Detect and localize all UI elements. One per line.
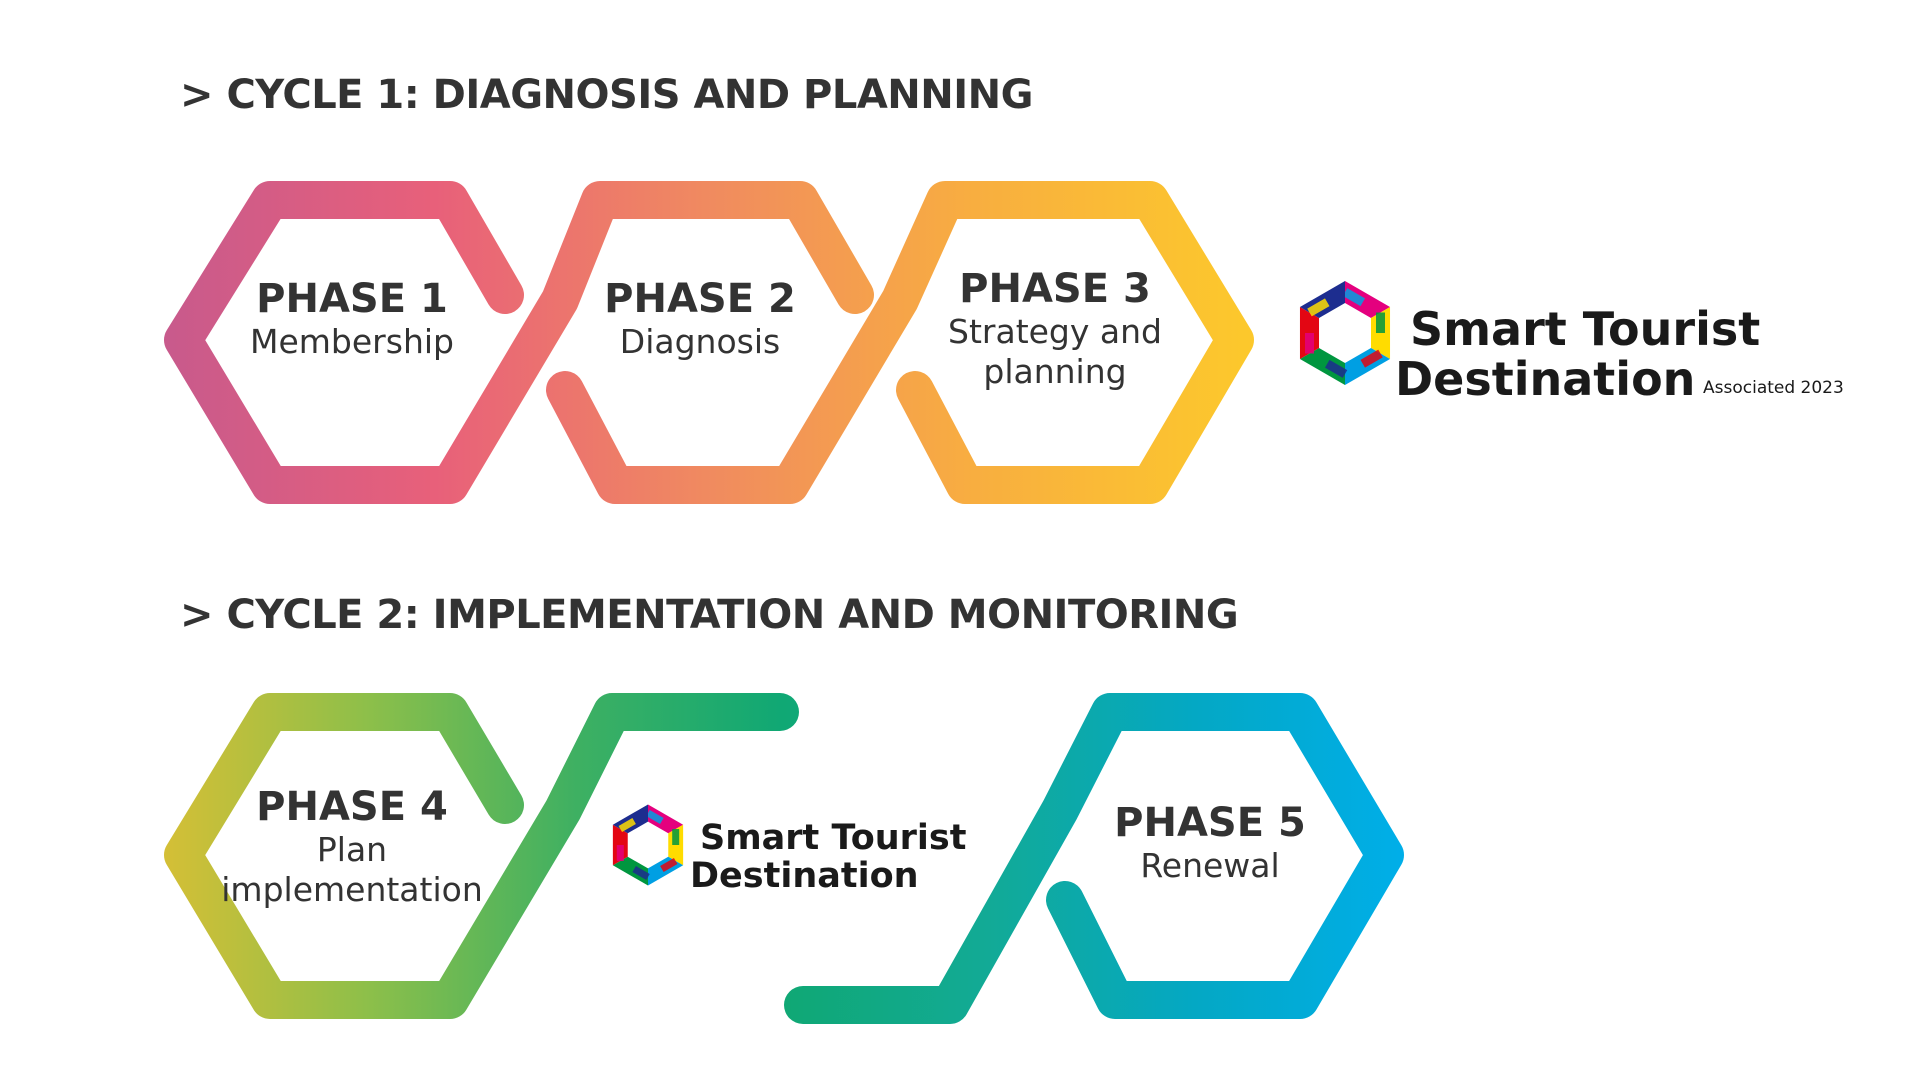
logo-large-line1: Smart Tourist xyxy=(1410,302,1761,356)
logo-hex-accent xyxy=(660,857,678,873)
phase-5-label: PHASE 5 Renewal xyxy=(1114,800,1306,886)
phase-1-subtitle: Membership xyxy=(250,322,454,361)
phase-3-title: PHASE 3 xyxy=(959,266,1151,312)
logo-small-line2: Destination xyxy=(690,856,919,896)
logo-large-tag: Associated 2023 xyxy=(1703,378,1844,398)
logo-large-line2: Destination xyxy=(1395,352,1696,406)
cycle-1-title: > CYCLE 1: DIAGNOSIS AND PLANNING xyxy=(180,72,1033,118)
logo-hex-segment xyxy=(612,856,648,886)
phase-3-label: PHASE 3 Strategy and planning xyxy=(948,266,1162,392)
logo-hex-segment xyxy=(648,804,684,834)
logo-hex-segment xyxy=(1299,348,1345,385)
phase-3-subtitle-line2: planning xyxy=(983,352,1127,391)
phase-1-label: PHASE 1 Membership xyxy=(250,276,454,362)
phase-4-subtitle-line1: Plan xyxy=(316,830,388,869)
logo-hex-segment xyxy=(1370,307,1391,359)
phase-4-title: PHASE 4 xyxy=(256,784,448,830)
logo-hex-segment xyxy=(1345,281,1391,318)
phase-2-label: PHASE 2 Diagnosis xyxy=(604,276,796,362)
logo-hex-segment xyxy=(668,824,684,866)
phase-5-title: PHASE 5 xyxy=(1114,800,1306,846)
logo-hex-segment xyxy=(1299,307,1320,359)
logo-hex-accent xyxy=(618,817,636,833)
hexagon-logo-icon xyxy=(1299,281,1391,385)
cycle2-ribbon xyxy=(164,693,1404,1024)
cycle-2-title: > CYCLE 2: IMPLEMENTATION AND MONITORING xyxy=(180,592,1239,638)
logo-hex-accent xyxy=(1324,359,1348,378)
phase-3-subtitle-line1: Strategy and xyxy=(948,312,1162,351)
phase-4-subtitle-line2: implementation xyxy=(221,870,483,909)
logo-hex-accent xyxy=(646,809,664,825)
cycle1-ribbon xyxy=(164,181,1254,504)
phase-5-subtitle: Renewal xyxy=(1140,846,1280,885)
logo-hex-accent xyxy=(1342,288,1366,307)
hexagon-logo-icon xyxy=(612,804,684,886)
logo-hex-accent xyxy=(1360,349,1383,368)
logo-small-line1: Smart Tourist xyxy=(700,818,967,858)
logo-hex-accent xyxy=(632,865,650,881)
phase-1-title: PHASE 1 xyxy=(256,276,448,322)
phase-4-label: PHASE 4 Plan implementation xyxy=(221,784,482,910)
phase-2-title: PHASE 2 xyxy=(604,276,796,322)
logo-hex-accent xyxy=(1307,298,1330,317)
phase-2-subtitle: Diagnosis xyxy=(619,322,781,361)
